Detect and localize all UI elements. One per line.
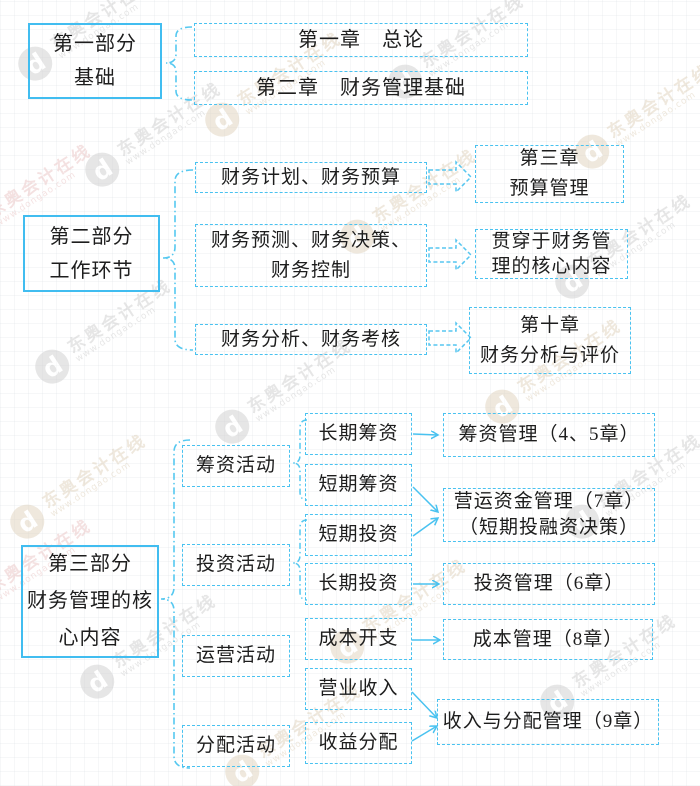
- node-fdc-line2: 财务控制: [270, 259, 351, 281]
- node-part3-line1: 第三部分: [48, 553, 132, 575]
- node-ch3-line1: 第三章: [519, 148, 580, 169]
- node-part2-line1: 第二部分: [49, 225, 134, 248]
- node-result-cost-mgmt: 成本管理（8章）: [443, 619, 653, 660]
- node-result-income-label: 收入与分配管理（9章）: [442, 711, 654, 732]
- node-result-financing-label: 筹资管理（4、5章）: [458, 424, 640, 445]
- node-cost-expense: 成本开支: [305, 618, 412, 660]
- node-operating-revenue: 营业收入: [305, 668, 412, 710]
- node-result-wc-line2: （短期投融资决策）: [458, 517, 639, 538]
- node-core-line2: 理的核心内容: [491, 256, 612, 277]
- node-activity-distribution-label: 分配活动: [195, 735, 276, 756]
- node-activity-investing: 投资活动: [182, 544, 290, 586]
- node-result-cost-label: 成本管理（8章）: [472, 628, 624, 650]
- node-core-content-note: 贯穿于财务管 理的核心内容: [475, 229, 628, 279]
- node-shortterm-financing-label: 短期筹资: [318, 474, 399, 495]
- node-part3-line3: 心内容: [58, 627, 122, 649]
- node-ch3-line2: 预算管理: [509, 178, 590, 199]
- block-arrow-icon-row3: [428, 321, 473, 355]
- node-analysis-label: 财务分析、财务考核: [220, 328, 401, 350]
- arrow-shortterm-financing: [412, 486, 438, 512]
- node-result-investment-mgmt: 投资管理（6章）: [443, 563, 655, 605]
- node-chapter2-label: 第二章 财务管理基础: [256, 77, 466, 99]
- brace-connector-financing: [292, 419, 308, 501]
- node-forecast-decision-control: 财务预测、财务决策、 财务控制: [195, 224, 427, 287]
- node-longterm-financing: 长期筹资: [305, 413, 412, 455]
- brace-connector-part2: [162, 169, 194, 351]
- node-longterm-investment: 长期投资: [305, 563, 412, 605]
- node-result-income-distribution: 收入与分配管理（9章）: [437, 699, 659, 745]
- node-core-line1: 贯穿于财务管: [491, 231, 612, 252]
- block-arrow-icon-row1: [428, 160, 473, 194]
- node-ch10-line2: 财务分析与评价: [479, 344, 620, 366]
- node-chapter2: 第二章 财务管理基础: [194, 71, 528, 105]
- node-fdc-line1: 财务预测、财务决策、: [210, 229, 411, 251]
- node-activity-operating-label: 运营活动: [195, 645, 276, 666]
- node-chapter1: 第一章 总论: [194, 23, 528, 57]
- node-ch10-analysis-eval: 第十章 财务分析与评价: [469, 307, 631, 374]
- node-longterm-financing-label: 长期筹资: [318, 423, 399, 444]
- node-shortterm-investment: 短期投资: [305, 514, 412, 556]
- brace-connector-part3: [160, 439, 191, 769]
- node-shortterm-investment-label: 短期投资: [318, 524, 399, 545]
- node-result-wc-line1: 营运资金管理（7章）: [453, 491, 645, 512]
- arrow-shortterm-investment: [412, 518, 438, 537]
- node-result-investment-label: 投资管理（6章）: [473, 573, 625, 594]
- node-ch10-line1: 第十章: [519, 314, 580, 336]
- node-part2-line2: 工作环节: [49, 259, 134, 282]
- node-ch3-budget-mgmt: 第三章 预算管理: [475, 145, 624, 203]
- node-analysis-assessment: 财务分析、财务考核: [195, 324, 427, 355]
- node-activity-investing-label: 投资活动: [195, 554, 276, 575]
- arrow-profit-distribution: [411, 726, 437, 742]
- node-activity-distribution: 分配活动: [182, 725, 290, 767]
- node-plan-budget-label: 财务计划、财务预算: [220, 166, 401, 188]
- node-cost-expense-label: 成本开支: [318, 628, 399, 649]
- block-arrow-icon-row2: [428, 238, 473, 272]
- node-part1-line2: 基础: [74, 67, 116, 89]
- node-result-working-capital: 营运资金管理（7章） （短期投融资决策）: [443, 488, 655, 542]
- node-result-financing-mgmt: 筹资管理（4、5章）: [443, 413, 655, 457]
- node-part2: 第二部分 工作环节: [23, 215, 160, 292]
- node-part1-line1: 第一部分: [53, 33, 137, 55]
- node-plan-budget: 财务计划、财务预算: [195, 162, 427, 193]
- arrow-revenue: [411, 691, 437, 718]
- node-shortterm-financing: 短期筹资: [305, 464, 412, 506]
- node-part3-line2: 财务管理的核: [27, 590, 153, 612]
- node-activity-financing-label: 筹资活动: [195, 455, 276, 476]
- brace-connector-investing: [292, 519, 308, 601]
- node-operating-revenue-label: 营业收入: [318, 678, 399, 699]
- node-profit-distribution: 收益分配: [305, 722, 412, 764]
- node-activity-financing: 筹资活动: [182, 445, 290, 487]
- brace-connector-part1: [165, 26, 193, 101]
- node-activity-operating: 运营活动: [182, 635, 290, 677]
- node-chapter1-label: 第一章 总论: [298, 29, 424, 51]
- arrow-longterm-financing: [412, 434, 438, 435]
- node-part1: 第一部分 基础: [28, 23, 162, 99]
- node-part3: 第三部分 财务管理的核 心内容: [21, 545, 159, 658]
- node-profit-distribution-label: 收益分配: [318, 732, 399, 753]
- node-longterm-investment-label: 长期投资: [318, 573, 399, 594]
